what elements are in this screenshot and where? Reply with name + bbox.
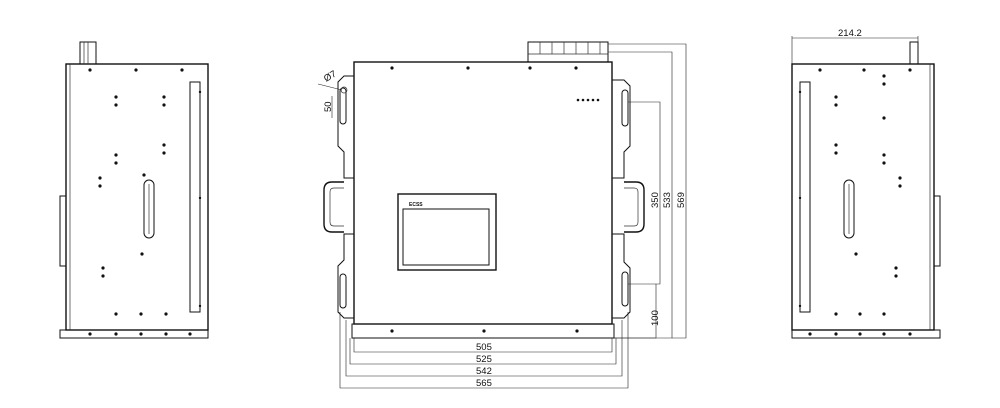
dim-542-label: 542 <box>476 366 492 377</box>
left-handle <box>323 181 344 233</box>
left-view-handle <box>143 179 155 239</box>
dim-handle-width: 50 <box>323 96 334 118</box>
front-view-cabinet <box>353 61 613 325</box>
left-view-body <box>65 63 209 331</box>
front-view-left-flange <box>337 75 354 319</box>
right-view-handle <box>843 179 855 239</box>
touch-screen-display <box>402 208 490 266</box>
right-lower-slot <box>621 271 629 307</box>
dim-565-label: 565 <box>476 378 492 389</box>
front-view: ECSS <box>323 41 645 339</box>
left-view-base-rail <box>59 329 209 339</box>
right-side-view: 214.2 <box>791 28 941 339</box>
dim-350-label: 350 <box>650 192 661 208</box>
dim-533-label: 533 <box>662 192 673 208</box>
indicator-lights <box>576 98 600 102</box>
left-view-holes <box>88 68 202 336</box>
front-view-right-flange <box>612 79 631 319</box>
left-view-plate <box>59 195 67 267</box>
right-upper-slot <box>621 89 629 127</box>
front-view-screws <box>390 66 579 333</box>
right-view-side-bracket <box>799 81 811 313</box>
dim-569-label: 569 <box>676 192 687 208</box>
dim-525-label: 525 <box>476 354 492 365</box>
dim-50-label: 50 <box>323 101 334 112</box>
dim-depth-label: 214.2 <box>838 28 862 39</box>
dim-hole-diameter: Ø7 <box>317 69 343 91</box>
left-view-side-bracket <box>189 81 201 313</box>
right-view-plate <box>933 195 941 267</box>
right-view-body <box>791 63 935 331</box>
left-side-view <box>59 41 209 339</box>
dim-100-label: 100 <box>650 310 661 326</box>
right-handle <box>624 181 645 233</box>
screen-brand-label: ECSS <box>409 202 423 208</box>
left-lower-slot <box>339 273 347 309</box>
dim-505-label: 505 <box>476 342 492 353</box>
front-view-base-rail <box>351 323 615 339</box>
dim-hole-label: Ø7 <box>322 69 338 85</box>
right-view-top-terminal <box>909 41 919 65</box>
right-view-base-rail <box>791 329 941 339</box>
left-upper-slot <box>339 87 347 125</box>
dim-depth-line <box>791 36 919 64</box>
bottom-width-dimensions: 505 525 542 565 <box>339 312 629 389</box>
right-height-dimensions: 350 533 569 100 <box>608 43 687 339</box>
right-view-holes <box>798 68 912 336</box>
touch-screen-bezel <box>397 193 497 271</box>
